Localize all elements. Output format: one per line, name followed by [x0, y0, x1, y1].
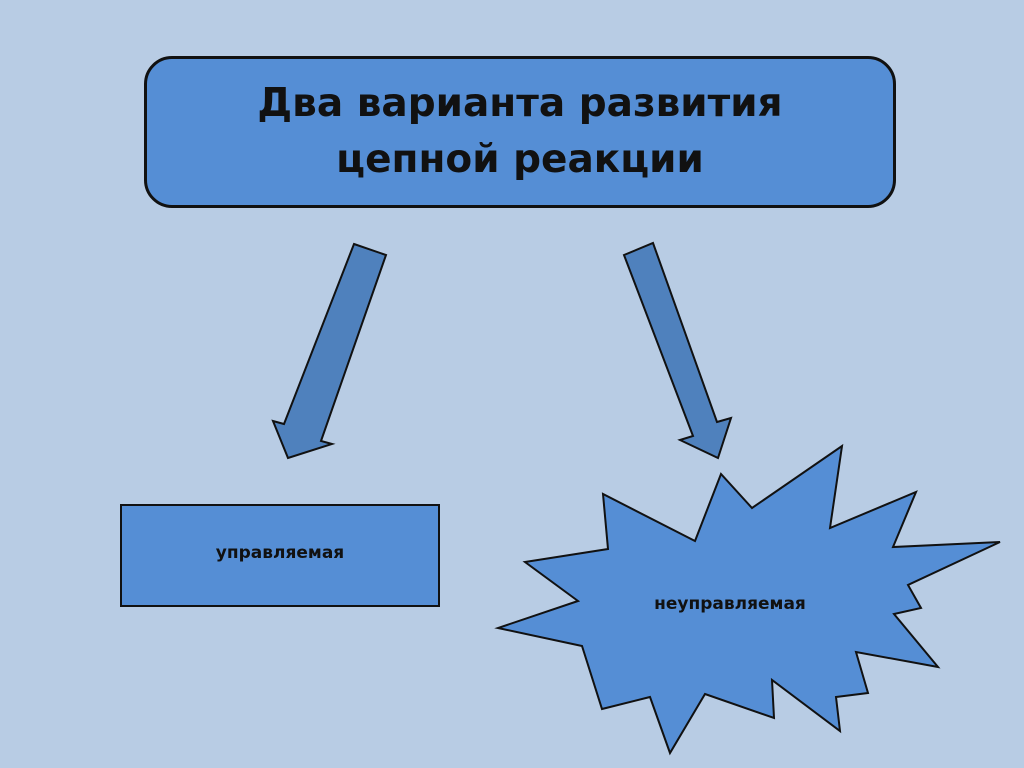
- title-box: Два варианта развития цепной реакции: [144, 56, 896, 208]
- right-arrow: [622, 241, 733, 460]
- diagram-title: Два варианта развития цепной реакции: [257, 81, 783, 182]
- left-arrow: [271, 242, 388, 460]
- controlled-box: управляемая: [120, 504, 440, 607]
- controlled-label: управляемая: [215, 542, 345, 563]
- explosion-shape: [494, 443, 1001, 756]
- uncontrolled-label: неуправляемая: [654, 594, 806, 614]
